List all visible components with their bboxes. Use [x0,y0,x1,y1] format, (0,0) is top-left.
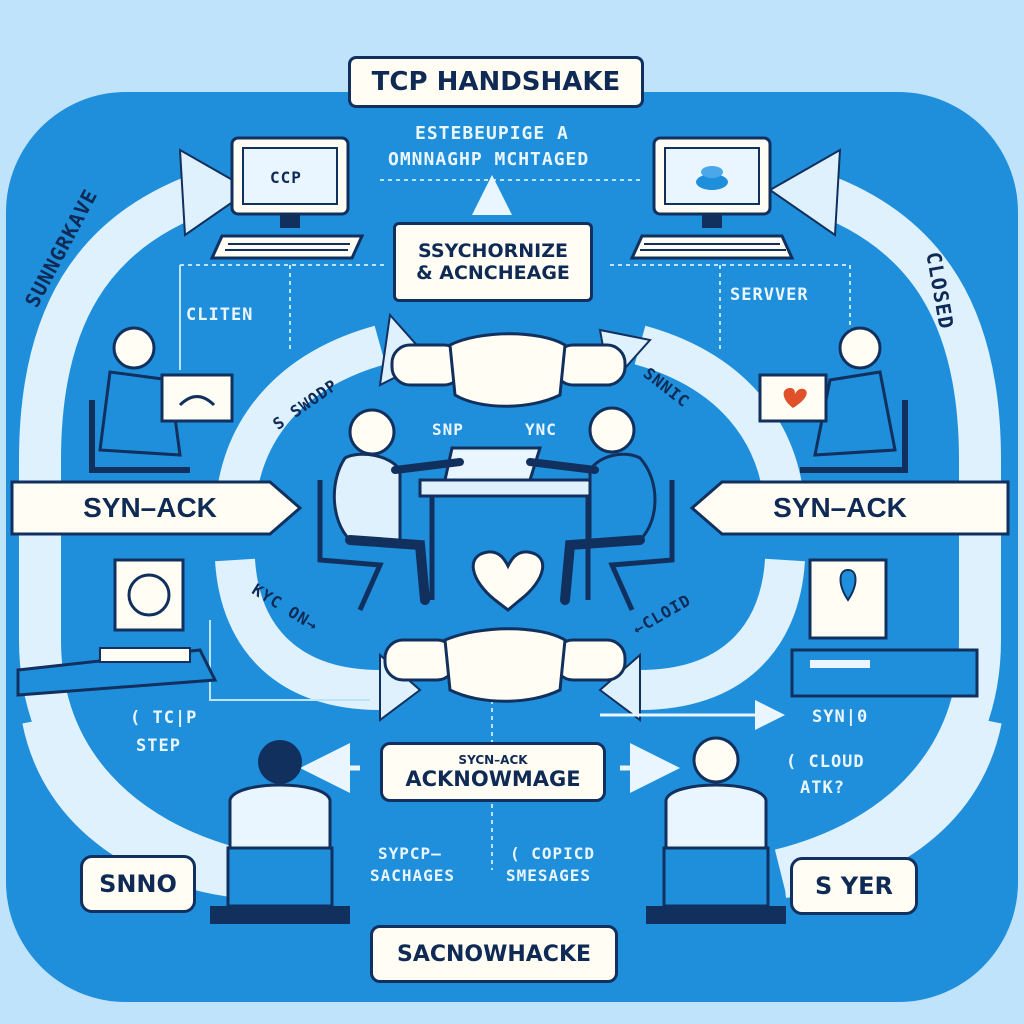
tcp-step-line1: ( TC|P [130,708,198,728]
left-step-line [209,620,370,701]
title: TCP HANDSHAKE [371,67,621,97]
server-label: SERVVER [730,285,809,305]
cloud-attk-line1: ( CLOUD [786,752,865,772]
syn-right-label: SYN|0 [812,707,869,727]
bottom-right-box-label: S YER [815,872,893,900]
center-box-line2: & ACNCHEAGE [416,262,570,284]
client-computer-icon [209,136,365,260]
bottom-right-text-line2: SMESAGES [506,866,592,885]
bottom-left-box-label: SNNO [99,870,177,898]
bottom-right-box: S YER [790,857,918,915]
synack-left-label: SYN–ACK [83,492,217,523]
server-computer-icon [629,136,795,260]
center-box-line1: SSYCHORNIZE [418,240,568,262]
outer-left-arrowhead [178,148,252,237]
bottom-left-box: SNNO [80,855,196,913]
table-left-label: SNP [432,420,464,439]
outer-left-loop-arrow [19,170,246,891]
outer-right-arrowhead [768,148,842,237]
bracket-top-right [610,264,851,360]
client-label: CLITEN [186,305,254,325]
bottom-left-text-line2: SACHAGES [370,866,456,885]
subtitle-line1: ESTEBEUPIGE A [415,123,569,144]
synack-left-sign [10,480,303,536]
bottom-left-person-icon [210,740,350,924]
center-box: SSYCHORNIZE & ACNCHEAGE [393,222,593,302]
synack-right-sign [689,480,1010,536]
subtitle-line2: OMNNAGHP MCHTAGED [388,149,590,170]
bottom-handshake-icon [383,627,627,703]
inner-bottom-left-arc [215,558,381,710]
outer-right-loop-arrow [774,170,1001,891]
ack-box: SYCN–ACK ACKNOWMAGE [380,742,606,802]
main-panel [6,92,1018,1002]
table-right-label: YNC [525,420,557,439]
top-handshake-icon [390,332,627,408]
bottom-left-loop [22,716,243,898]
bottom-box-label: SACNOWHACKE [396,941,592,967]
cloud-attk-line2: ATK? [800,778,845,798]
tcp-step-line2: STEP [136,736,181,756]
monitor-left-text: CCP [270,168,302,187]
bottom-left-text-line1: SYPCP– [378,844,442,863]
title-box: TCP HANDSHAKE [348,56,644,108]
inner-bottom-right-arc [639,558,805,710]
right-router-icon [790,558,979,698]
central-table-scene [317,406,675,612]
ack-box-small: SYCN–ACK [458,753,528,767]
bottom-right-person-icon [646,736,786,924]
server-person-icon [758,326,908,473]
ack-box-main: ACKNOWMAGE [405,767,581,791]
bottom-box: SACNOWHACKE [370,925,618,983]
synack-right-label: SYN–ACK [773,492,907,523]
client-person-icon [89,326,234,473]
left-router-icon [16,558,218,697]
bottom-right-text-line1: ( COPICD [510,844,596,863]
